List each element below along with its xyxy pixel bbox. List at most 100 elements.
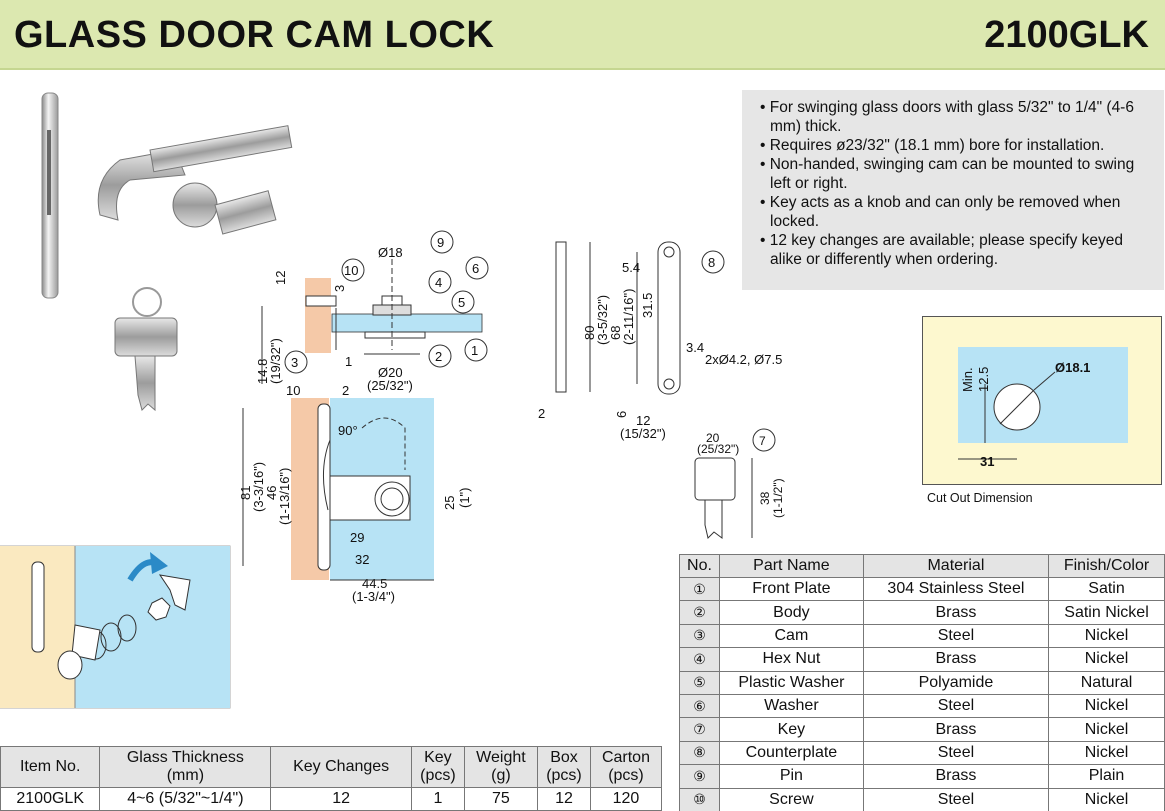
- key-image: [114, 317, 178, 357]
- svg-text:6: 6: [614, 411, 629, 418]
- svg-text:3: 3: [332, 285, 347, 292]
- column-header: Carton(pcs): [589, 746, 663, 788]
- front-view-drawing: 90° 10 2 81 (3-3/16") 46 (1-13/16") 25 (…: [238, 383, 472, 604]
- key-drawing: 20 (25/32") 7 38 (1-1/2"): [694, 428, 785, 539]
- page-title: GLASS DOOR CAM LOCK: [14, 14, 495, 56]
- svg-text:5: 5: [458, 295, 465, 310]
- svg-text:46: 46: [264, 486, 279, 500]
- svg-text:2xØ4.2, Ø7.5: 2xØ4.2, Ø7.5: [705, 352, 782, 367]
- svg-text:2: 2: [538, 406, 545, 421]
- svg-text:6: 6: [472, 261, 479, 276]
- feature-item: For swinging glass doors with glass 5/32…: [754, 98, 1154, 136]
- svg-text:(3-5/32"): (3-5/32"): [595, 295, 610, 345]
- svg-text:1: 1: [345, 354, 352, 369]
- svg-text:7: 7: [759, 434, 766, 448]
- svg-text:3.4: 3.4: [686, 340, 704, 355]
- lock-body-image: [172, 182, 218, 228]
- key-in-lock-image: [214, 190, 277, 235]
- cutout-caption: Cut Out Dimension: [927, 491, 1033, 505]
- column-header: Finish/Color: [1048, 554, 1165, 578]
- svg-text:2: 2: [342, 383, 349, 398]
- svg-text:12.5: 12.5: [976, 367, 991, 392]
- svg-text:32: 32: [355, 552, 369, 567]
- svg-text:31.5: 31.5: [640, 293, 655, 318]
- svg-text:Ø18: Ø18: [378, 245, 403, 260]
- top-section-drawing: Ø18 9 10 4 6 5 3 2 1 Ø20 (25/32") 1 12 3…: [255, 230, 489, 393]
- svg-text:Ø20: Ø20: [378, 365, 403, 380]
- header-bar: GLASS DOOR CAM LOCK 2100GLK: [0, 0, 1165, 70]
- svg-text:5.4: 5.4: [622, 260, 640, 275]
- svg-text:90°: 90°: [338, 423, 358, 438]
- svg-text:Min.: Min.: [960, 367, 975, 392]
- svg-text:(1-3/4"): (1-3/4"): [352, 589, 395, 604]
- svg-text:29: 29: [350, 530, 364, 545]
- cutout-diameter: Ø18.1: [1055, 360, 1090, 375]
- column-header: Key Changes: [270, 746, 412, 788]
- svg-text:68: 68: [608, 326, 623, 340]
- svg-text:8: 8: [708, 255, 715, 270]
- column-header: No.: [679, 554, 720, 578]
- svg-text:(25/32"): (25/32"): [697, 442, 739, 456]
- svg-text:14.8: 14.8: [255, 359, 270, 384]
- feature-item: 12 key changes are available; please spe…: [754, 231, 1154, 269]
- svg-text:(3-3/16"): (3-3/16"): [251, 462, 266, 512]
- svg-text:4: 4: [435, 275, 442, 290]
- svg-text:(1-13/16"): (1-13/16"): [277, 468, 292, 525]
- installation-illustration: [0, 545, 231, 709]
- svg-text:80: 80: [582, 326, 597, 340]
- feature-item: Non-handed, swinging cam can be mounted …: [754, 155, 1154, 193]
- svg-text:(19/32"): (19/32"): [268, 338, 283, 384]
- svg-text:25: 25: [442, 496, 457, 510]
- feature-item: Key acts as a knob and can only be remov…: [754, 193, 1154, 231]
- strike-plate-sketch: [31, 561, 45, 653]
- column-header: Weight(g): [463, 746, 539, 788]
- svg-text:31: 31: [980, 454, 994, 469]
- cutout-diagram: Ø18.1 Min. 12.5 31: [958, 347, 1128, 469]
- feature-list-box: For swinging glass doors with glass 5/32…: [742, 90, 1164, 290]
- product-photo: [41, 92, 293, 412]
- svg-text:9: 9: [437, 235, 444, 250]
- spec-table: Item No. Glass Thickness(mm) Key Changes…: [0, 746, 663, 811]
- feature-item: Requires ø23/32" (18.1 mm) bore for inst…: [754, 136, 1154, 155]
- column-header: Item No.: [0, 746, 101, 788]
- spec-table-header-row: Item No. Glass Thickness(mm) Key Changes…: [0, 746, 663, 788]
- svg-text:81: 81: [238, 486, 253, 500]
- parts-table-header-row: No. Part Name Material Finish/Color: [679, 554, 1165, 578]
- table-row: 2100GLK 4~6 (5/32"~1/4") 12 1 75 12 120: [0, 787, 663, 811]
- svg-text:(2-11/16"): (2-11/16"): [621, 289, 636, 345]
- column-header: Key(pcs): [410, 746, 465, 788]
- svg-text:20: 20: [706, 431, 720, 445]
- key-ring-image: [132, 287, 162, 317]
- svg-text:12: 12: [273, 271, 288, 285]
- model-number: 2100GLK: [984, 14, 1149, 56]
- svg-text:12: 12: [636, 413, 650, 428]
- svg-text:1: 1: [471, 343, 478, 358]
- svg-text:(1-1/2"): (1-1/2"): [771, 478, 785, 518]
- column-header: Part Name: [719, 554, 864, 578]
- svg-text:(25/32"): (25/32"): [367, 378, 413, 393]
- svg-text:2: 2: [435, 349, 442, 364]
- svg-text:10: 10: [286, 383, 300, 398]
- column-header: Material: [862, 554, 1050, 578]
- svg-text:10: 10: [344, 263, 358, 278]
- svg-text:(15/32"): (15/32"): [620, 426, 666, 441]
- svg-text:3: 3: [291, 355, 298, 370]
- column-header: Box(pcs): [537, 746, 591, 788]
- svg-text:(1"): (1"): [457, 487, 472, 508]
- column-header: Glass Thickness(mm): [99, 746, 272, 788]
- svg-text:38: 38: [758, 491, 772, 505]
- counterplate-drawing: 80 (3-5/32") 68 (2-11/16") 5.4 31.5 8 3.…: [538, 241, 782, 441]
